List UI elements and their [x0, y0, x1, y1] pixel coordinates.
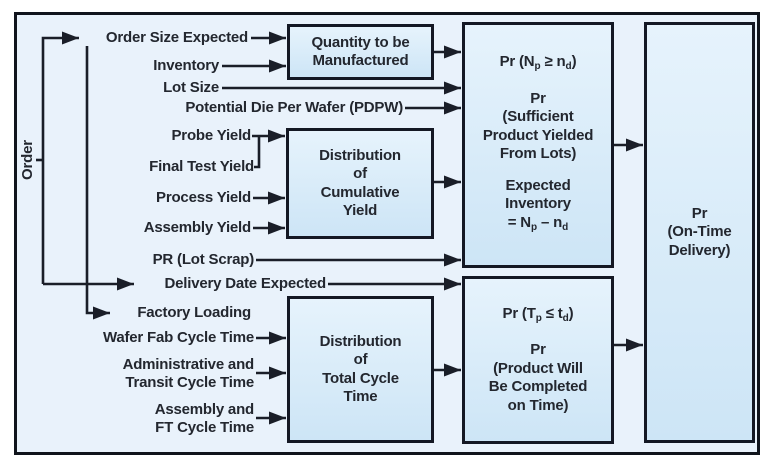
- input-label-assembly-yield: Assembly Yield: [143, 219, 251, 236]
- input-label-probe-yield: Probe Yield: [171, 127, 252, 144]
- order-rail-label: Order: [19, 140, 36, 180]
- label-line: Administrative and: [122, 356, 255, 373]
- product-completed-text: Pr (Product Will Be Completed on Time): [488, 341, 588, 414]
- label-line: FT Cycle Time: [155, 419, 254, 436]
- arrow-order-size-to-factory-loading: [85, 46, 110, 320]
- prob-on-time-delivery-box: Pr (On-Time Delivery): [644, 22, 755, 443]
- input-label-order-size-expected: Order Size Expected: [105, 29, 248, 46]
- input-label-admin-transit-cycle-time: Administrative and Transit Cycle Time: [122, 356, 255, 392]
- box-text-line: of: [353, 165, 367, 182]
- distribution-cumulative-yield-box: Distribution of Cumulative Yield: [286, 128, 434, 239]
- sufficient-product-text: Pr (Sufficient Product Yielded From Lots…: [482, 89, 594, 163]
- input-label-wafer-fab-cycle-time: Wafer Fab Cycle Time: [102, 329, 254, 346]
- input-label-lot-size: Lot Size: [163, 79, 219, 96]
- label-line: Assembly and: [154, 401, 255, 418]
- box-text-line: of: [353, 351, 368, 368]
- input-label-factory-loading: Factory Loading: [137, 304, 251, 321]
- box-text-line: Pr: [691, 204, 708, 222]
- input-label-inventory: Inventory: [153, 57, 219, 74]
- bracket-final-test-yield: [254, 137, 261, 169]
- input-label-final-test-yield: Final Test Yield: [149, 158, 254, 175]
- box-text-line: Total Cycle: [322, 369, 399, 387]
- input-label-process-yield: Process Yield: [156, 189, 251, 206]
- box-text-line: Delivery): [668, 241, 731, 259]
- input-label-assembly-ft-cycle-time: Assembly and FT Cycle Time: [154, 401, 255, 437]
- expected-inventory-text: Expected Inventory = Np – nd: [505, 177, 571, 238]
- np-nd-formula: Pr (Np ≥ nd): [499, 53, 577, 72]
- prob-sufficient-inventory-box: Pr (Np ≥ nd) Pr (Sufficient Product Yiel…: [462, 22, 614, 268]
- box-text-line: Yield: [342, 202, 378, 219]
- box-text-line: Time: [343, 388, 378, 405]
- input-label-pdpw: Potential Die Per Wafer (PDPW): [185, 99, 403, 116]
- arrow-order-to-order-size: [41, 31, 79, 284]
- box-text-line: Distribution: [319, 332, 402, 350]
- prob-on-time-completion-box: Pr (Tp ≤ td) Pr (Product Will Be Complet…: [462, 276, 614, 444]
- box-text-line: (On-Time: [667, 223, 732, 241]
- label-line: Transit Cycle Time: [125, 374, 254, 391]
- input-label-delivery-date-expected: Delivery Date Expected: [164, 275, 326, 292]
- input-label-pr-lot-scrap: PR (Lot Scrap): [152, 251, 255, 268]
- quantity-to-be-manufactured-box: Quantity to be Manufactured: [287, 24, 434, 80]
- box-text-line: Quantity to be: [311, 33, 410, 51]
- expected-inventory-formula: = Np – nd: [507, 213, 569, 233]
- box-text-line: Cumulative: [320, 183, 400, 201]
- distribution-total-cycle-time-box: Distribution of Total Cycle Time: [287, 296, 434, 443]
- box-text-line: Manufactured: [312, 52, 409, 69]
- box-text-line: Distribution: [319, 146, 401, 164]
- tp-td-formula: Pr (Tp ≤ td): [502, 304, 574, 324]
